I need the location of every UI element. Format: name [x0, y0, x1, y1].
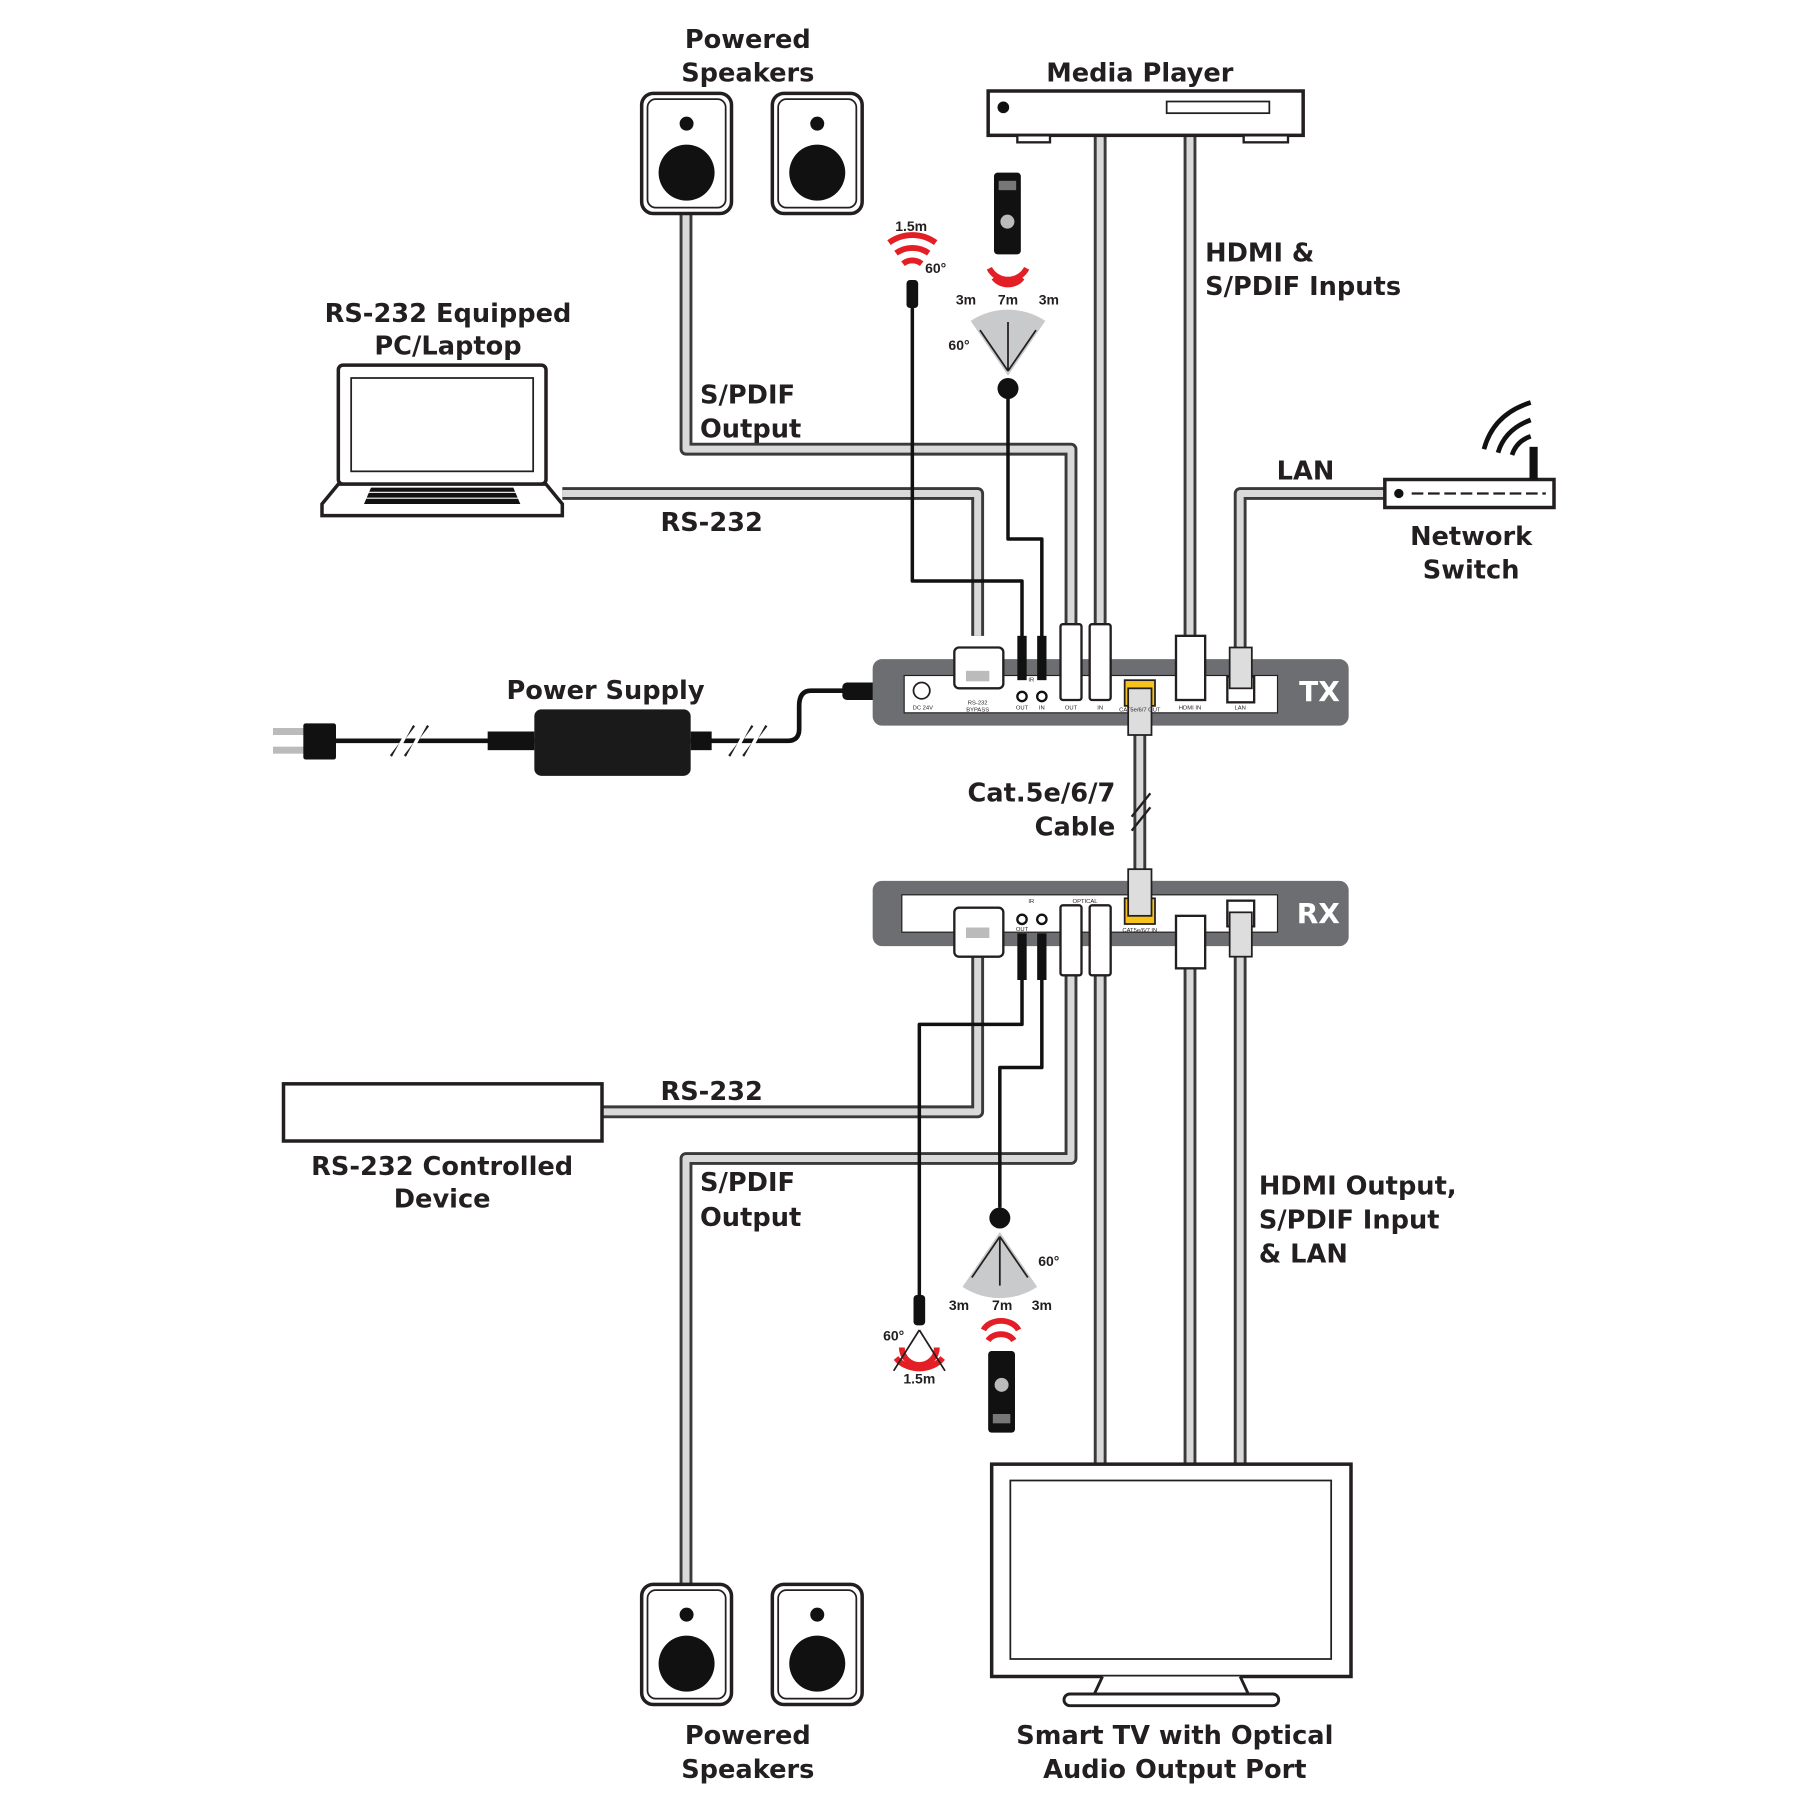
ir-receiver-icon	[989, 1207, 1011, 1229]
top-powered-speakers: Powered Speakers	[639, 25, 864, 216]
speaker-left-icon	[639, 91, 734, 216]
top-speakers-label-2: Speakers	[681, 59, 814, 89]
tx-port-cat: CAT5e/6/7 OUT	[1119, 708, 1161, 714]
rx-spdif-output-label-1: S/PDIF	[700, 1168, 795, 1198]
tx-port-bypass: BYPASS	[966, 708, 989, 714]
tx-cables	[336, 135, 1385, 870]
tx-emitter-angle: 60°	[925, 260, 946, 276]
controlled-device-label-1: RS-232 Controlled	[311, 1152, 573, 1182]
tx-port-rs232: RS-232	[968, 701, 988, 707]
tx-port-dc: DC 24V	[913, 705, 934, 711]
hdmi-spdif-inputs-label-1: HDMI &	[1205, 238, 1314, 268]
wifi-icon	[1481, 400, 1532, 450]
laptop-label-1: RS-232 Equipped	[325, 299, 572, 329]
power-adapter-icon	[534, 709, 691, 776]
rx-rs232-label: RS-232	[660, 1077, 762, 1107]
ir-receiver-icon	[997, 378, 1019, 399]
rs232-connector	[953, 646, 1005, 690]
tx-ir-emitter: 1.5m 60°	[886, 218, 946, 308]
power-supply-label: Power Supply	[506, 676, 704, 706]
ir-emitter-icon	[913, 1295, 926, 1326]
rx-emitter-angle: 60°	[883, 1328, 904, 1344]
bottom-speakers-label-1: Powered	[685, 1721, 811, 1751]
rx-ir-sensor: 60° 3m 7m 3m	[949, 1207, 1059, 1433]
rx-cables	[602, 956, 1247, 1585]
tx-port-optical-out: OUT	[1065, 705, 1078, 711]
rx-port-ir-out: OUT	[1016, 927, 1029, 933]
hdmi-spdif-inputs-label-2: S/PDIF Inputs	[1205, 272, 1401, 302]
rx-sensor-range-right: 3m	[1032, 1297, 1052, 1313]
controlled-device-label-2: Device	[394, 1185, 491, 1215]
tv-label-2: Audio Output Port	[1043, 1755, 1306, 1785]
media-player: Media Player	[986, 59, 1305, 144]
tx-spdif-output-label-1: S/PDIF	[700, 381, 795, 411]
pc-laptop: RS-232 Equipped PC/Laptop	[320, 299, 572, 518]
bottom-powered-speakers: Powered Speakers	[639, 1582, 864, 1785]
hdmi-output-label-3: & LAN	[1259, 1239, 1348, 1269]
rx-label: RX	[1297, 897, 1341, 930]
lan-label: LAN	[1277, 457, 1335, 487]
rx-sensor-angle: 60°	[1038, 1253, 1059, 1269]
bottom-speakers-label-2: Speakers	[681, 1755, 814, 1785]
tx-port-ir: IR	[1028, 677, 1034, 683]
tv-label-1: Smart TV with Optical	[1016, 1721, 1333, 1751]
rx-port-ir: IR	[1028, 899, 1034, 905]
rx-sensor-range-center: 7m	[992, 1297, 1012, 1313]
network-switch: LAN Network Switch	[1277, 400, 1556, 586]
rx-sensor-range-left: 3m	[949, 1297, 969, 1313]
rx-ir-emitter: 60° 1.5m	[883, 1295, 946, 1387]
tx-sensor-range-center: 7m	[998, 292, 1018, 308]
dc-port	[912, 681, 931, 700]
hdmi-output-label-2: S/PDIF Input	[1259, 1206, 1440, 1236]
rx-port-cat: CAT5e/6/7 IN	[1122, 928, 1157, 934]
rx-unit: RX IR OPTICAL OUT CAT5e/6/7 IN	[872, 868, 1349, 980]
tx-port-lan: LAN	[1234, 705, 1245, 711]
media-player-label: Media Player	[1046, 59, 1234, 89]
tx-port-ir-out: OUT	[1016, 705, 1029, 711]
rx-emitter-range: 1.5m	[903, 1371, 935, 1387]
ir-emitter-icon	[906, 280, 919, 308]
cable-label-1: Cat.5e/6/7	[967, 779, 1115, 809]
tx-port-ir-in: IN	[1039, 705, 1045, 711]
speaker-right-icon	[770, 91, 864, 216]
power-supply: Power Supply	[273, 676, 889, 776]
rs232-controlled-device: RS-232 Controlled Device	[281, 1082, 604, 1215]
rx-port-optical: OPTICAL	[1073, 899, 1099, 905]
tx-label: TX	[1299, 675, 1340, 708]
tx-ir-remote: 3m 7m 3m 60°	[948, 172, 1059, 399]
tx-rs232-label: RS-232	[660, 508, 762, 538]
top-speakers-label-1: Powered	[685, 25, 811, 55]
laptop-label-2: PC/Laptop	[374, 332, 521, 362]
network-switch-label-2: Switch	[1423, 556, 1520, 586]
power-plug-icon	[303, 723, 336, 760]
tx-spdif-output-label-2: Output	[700, 415, 801, 445]
cable-label-2: Cable	[1035, 812, 1116, 842]
tx-unit: TX DC 24V RS-232 BYPASS IR OUT IN OUT IN…	[872, 623, 1349, 736]
network-switch-label-1: Network	[1410, 522, 1533, 552]
tx-port-optical-in: IN	[1097, 705, 1103, 711]
tx-sensor-angle: 60°	[948, 337, 969, 353]
rx-spdif-output-label-2: Output	[700, 1203, 801, 1233]
remote-control-icon	[994, 172, 1021, 255]
smart-tv: Smart TV with Optical Audio Output Port	[989, 1462, 1353, 1785]
speaker-left-icon	[639, 1582, 734, 1707]
tx-port-hdmi: HDMI IN	[1179, 705, 1201, 711]
tx-emitter-range: 1.5m	[895, 218, 927, 234]
hdmi-output-label-1: HDMI Output,	[1259, 1172, 1457, 1202]
tx-sensor-range-right: 3m	[1039, 292, 1059, 308]
speaker-right-icon	[770, 1582, 864, 1707]
tx-sensor-range-left: 3m	[956, 292, 976, 308]
